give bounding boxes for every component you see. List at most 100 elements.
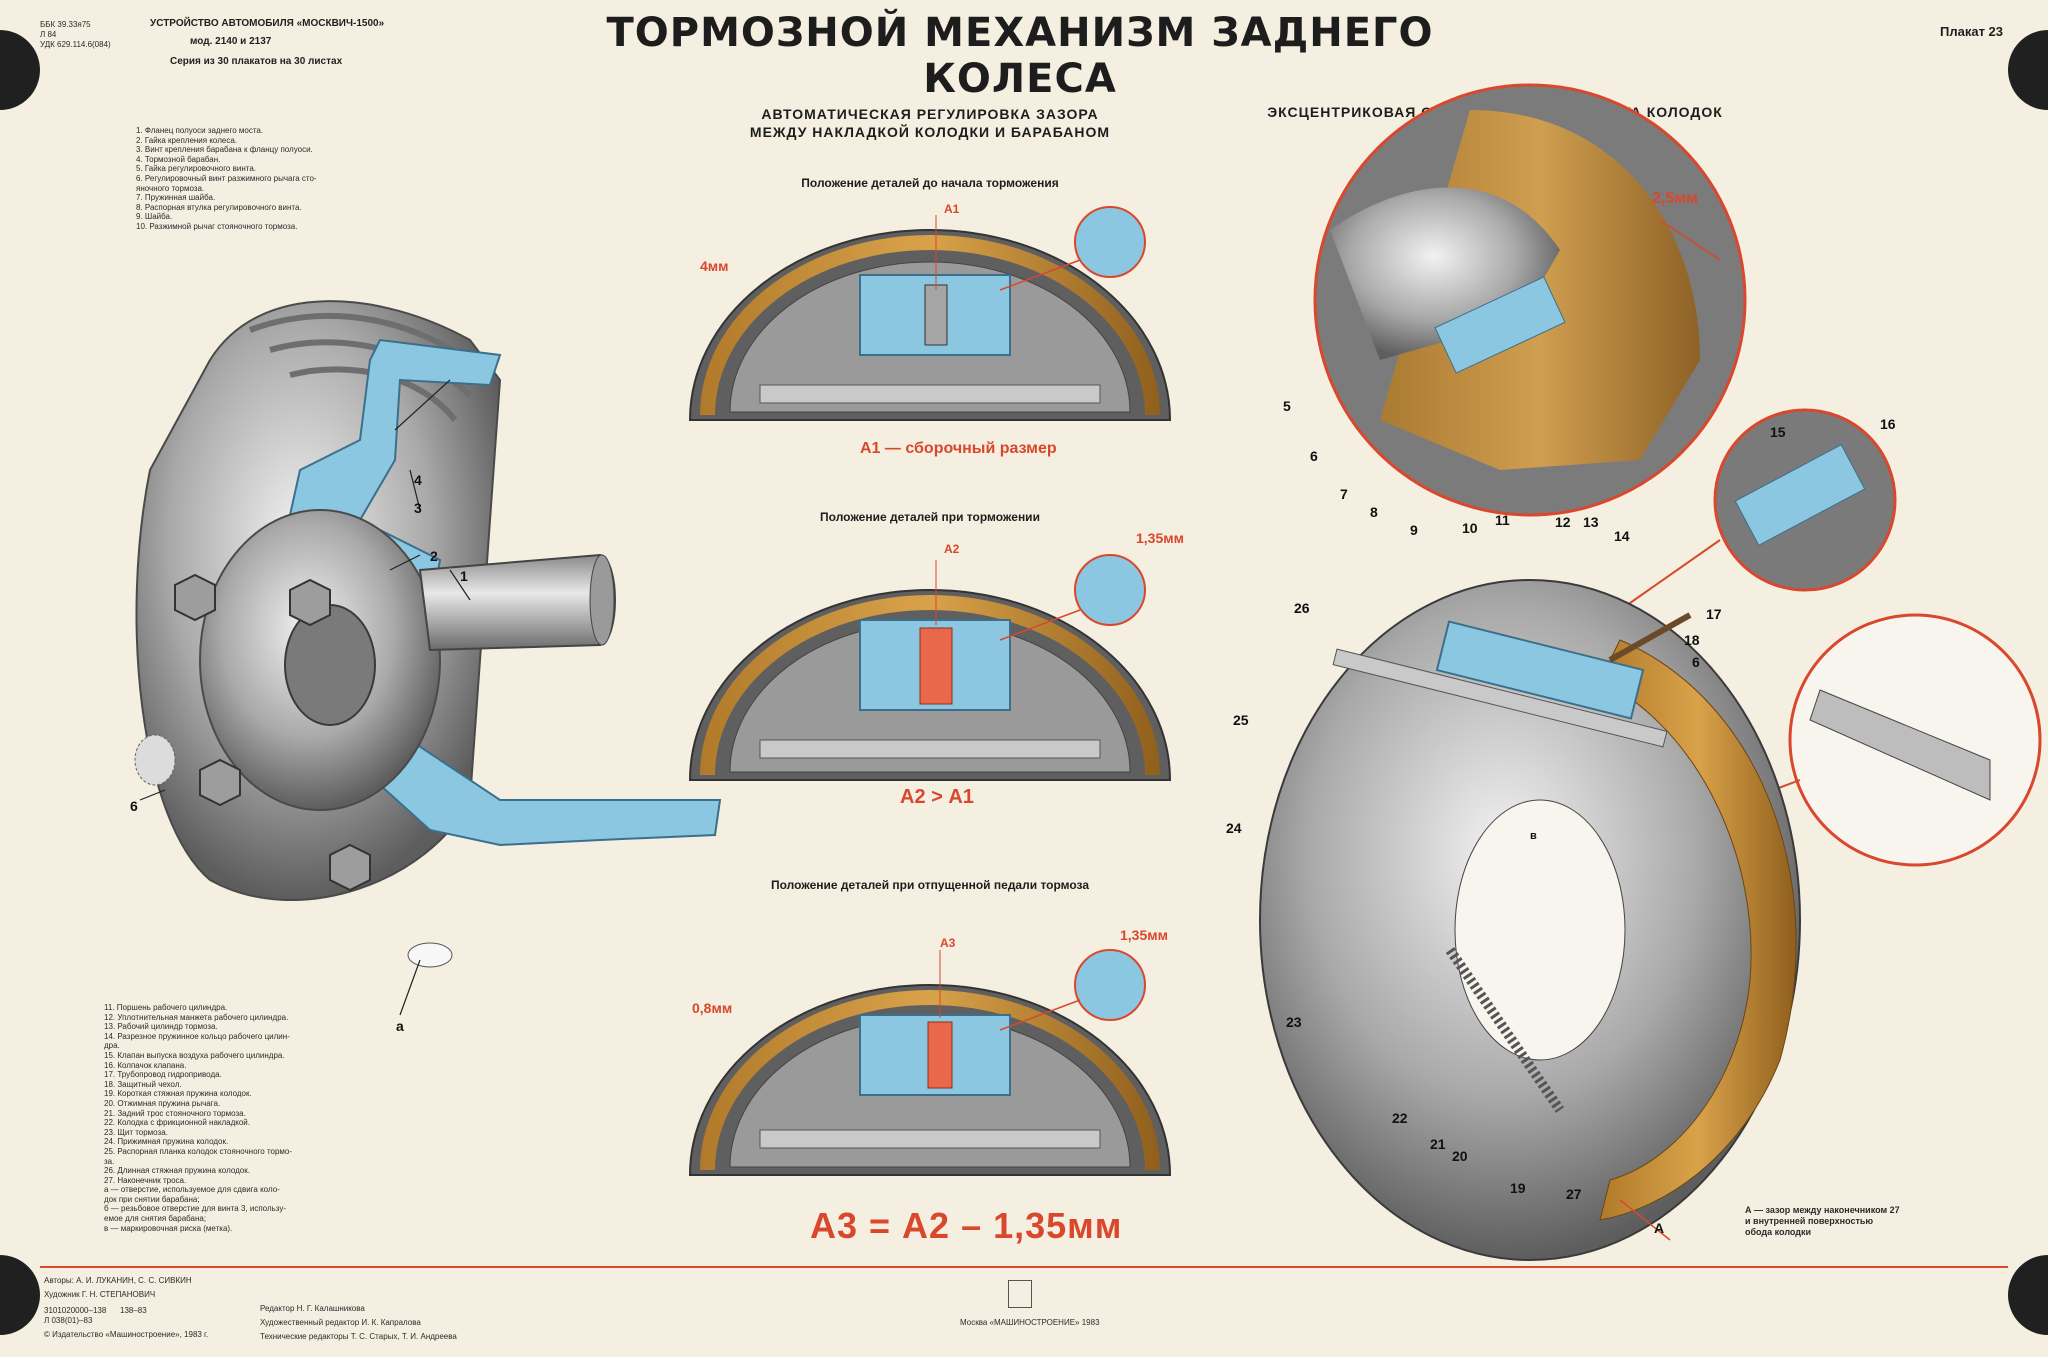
callout-r-13: 13 [1583,514,1599,530]
panel1-caption: Положение деталей до начала торможения [801,176,1059,190]
credit-editor: Редактор Н. Г. Калашникова [260,1304,365,1313]
callout-r-12: 12 [1555,514,1571,530]
legend-bottom-item: 24. Прижимная пружина колодок. [104,1137,229,1147]
legend-bottom-item: а — отверстие, используемое для сдвига к… [104,1185,280,1195]
dim-135mm-panel3: 1,35мм [1120,927,1168,943]
callout-r-25: 25 [1233,712,1249,728]
code-line-2: Л 84 [40,30,57,39]
wheel-nuts [174,573,371,892]
code-line-1: ББК 39.33я75 [40,20,91,29]
poster-edge-gear-tr [2008,30,2048,110]
panel2-caption: Положение деталей при торможении [820,510,1040,524]
callout-6: 6 [130,798,138,814]
model-name: мод. 2140 и 2137 [190,36,272,47]
axle-end [589,554,615,646]
label-a-right: А [1654,1220,1665,1236]
callout-r-20: 20 [1452,1148,1468,1164]
bleeder-detail-circle [1619,408,1897,611]
callout-r-10: 10 [1462,520,1478,536]
axle-shaft [418,553,616,652]
legend-bottom-item: емое для снятия барабана; [104,1214,207,1224]
poster-edge-gear-bl [0,1255,40,1335]
callout-r-21: 21 [1430,1136,1446,1152]
callout-r-9: 9 [1410,522,1418,538]
legend-bottom-item: 19. Короткая стяжная пружина колодок. [104,1089,252,1099]
brake-assembly [1259,579,1801,1261]
callout-r-8: 8 [1370,504,1378,520]
legend-top-item: 2. Гайка крепления колеса. [136,135,237,145]
legend-bottom-item: 11. Поршень рабочего цилиндра. [104,1003,228,1012]
page-title: ТОРМОЗНОЙ МЕХАНИЗМ ЗАДНЕГО КОЛЕСА [606,10,1434,102]
note-a1-assembly-size: А1 — сборочный размер [860,440,1057,457]
center-heading-1: АВТОМАТИЧЕСКАЯ РЕГУЛИРОВКА ЗАЗОРА [761,106,1099,122]
callout-r-27: 27 [1566,1186,1582,1202]
code-line-3: УДК 629.114.6(084) [40,40,111,49]
imprint: Москва «МАШИНОСТРОЕНИЕ» 1983 [960,1318,1100,1327]
brake-pipe [1608,612,1692,663]
callout-r-15: 15 [1770,424,1786,440]
legend-bottom-item: б — резьбовое отверстие для винта 3, исп… [104,1204,287,1214]
panel2-shoe-bar [759,739,1101,759]
cable-tip-detail-circle [1639,613,2042,867]
legend-top-item: 7. Пружинная шайба. [136,193,216,203]
callout-r-16: 16 [1880,416,1896,432]
legend-top-item: 10. Разжимной рычаг стояночного тормоза. [136,221,298,231]
legend-bottom-item: 22. Колодка с фрикционной накладкой. [104,1118,250,1128]
panel3-shoe-bar [759,1129,1101,1149]
legend-bottom: 11. Поршень рабочего цилиндра.12. Уплотн… [104,1003,292,1233]
panel3-caption: Положение деталей при отпущенной педали … [770,878,1090,892]
eccentric-detail-circle [1313,83,1747,517]
series-note: Серия из 30 плакатов на 30 листах [170,56,343,67]
panel-1-before-braking [688,206,1172,421]
callout-r-18: 18 [1684,632,1700,648]
legend-bottom-item: 27. Наконечник троса. [104,1175,187,1185]
legend-top-item: 9. Шайба. [136,212,173,222]
legend-top-item: 1. Фланец полуоси заднего моста. [136,126,264,135]
gap-note-1: А — зазор между наконечником 27 [1745,1205,1900,1215]
wheel-cylinder [1435,620,1645,720]
callout-r-17: 17 [1706,606,1722,622]
panel1-spring [924,284,948,346]
legend-bottom-item: 21. Задний трос стояночного тормоза. [104,1108,246,1118]
panel1-zoom-circle [1074,206,1146,278]
legend-top-item: 4. Тормозной барабан. [136,154,221,164]
panel-3-released [688,949,1172,1176]
credit-code-num: 138–83 [120,1306,147,1315]
legend-top-item: 6. Регулировочный винт разжимного рычага… [136,173,317,183]
callout-3: 3 [414,500,422,516]
callout-r-22: 22 [1392,1110,1408,1126]
poster-edge-gear-tl [0,30,40,110]
credit-publisher: © Издательство «Машиностроение», 1983 г. [44,1330,209,1339]
dim-25mm: 2,5мм [1652,190,1698,207]
panel3-zoom-leader [999,999,1081,1031]
hub-center [284,604,376,726]
credit-art-editor: Художественный редактор И. К. Капралова [260,1318,421,1327]
gap-note-2: и внутренней поверхностью [1745,1216,1874,1226]
legend-bottom-item: в — маркировочная риска (метка). [104,1223,233,1233]
legend-bottom-item: 13. Рабочий цилиндр тормоза. [104,1022,218,1032]
footer-rule [40,1266,2008,1268]
callout-a: а [396,1018,404,1034]
legend-bottom-item: дра. [104,1041,120,1051]
callout-r-19: 19 [1510,1180,1526,1196]
credit-code1: 3101020000–138 [44,1306,107,1315]
legend-bottom-item: 15. Клапан выпуска воздуха рабочего цили… [104,1050,285,1060]
callout-r-24: 24 [1226,820,1242,836]
label-a1: А1 [944,202,960,216]
hub-opening [1454,799,1626,1061]
hole-a [407,942,453,968]
plate-number: Плакат 23 [1940,24,2004,39]
poster-edge-gear-br [2008,1255,2048,1335]
callout-r-5: 5 [1283,398,1291,414]
threaded-hole-b [134,734,176,786]
credit-authors: Авторы: А. И. ЛУКАНИН, С. С. СИВКИН [44,1276,192,1285]
legend-bottom-item: 17. Трубопровод гидропривода. [104,1070,222,1080]
center-heading-2: МЕЖДУ НАКЛАДКОЙ КОЛОДКИ И БАРАБАНОМ [749,124,1111,140]
panel1-shoe-bar [759,384,1101,404]
publisher-logo [1008,1280,1032,1308]
legend-bottom-item: док при снятии барабана; [104,1194,200,1204]
parking-strut [1332,648,1668,748]
legend-bottom-item: 14. Разрезное пружинное кольцо рабочего … [104,1031,290,1041]
dim-08mm: 0,8мм [692,1000,733,1016]
